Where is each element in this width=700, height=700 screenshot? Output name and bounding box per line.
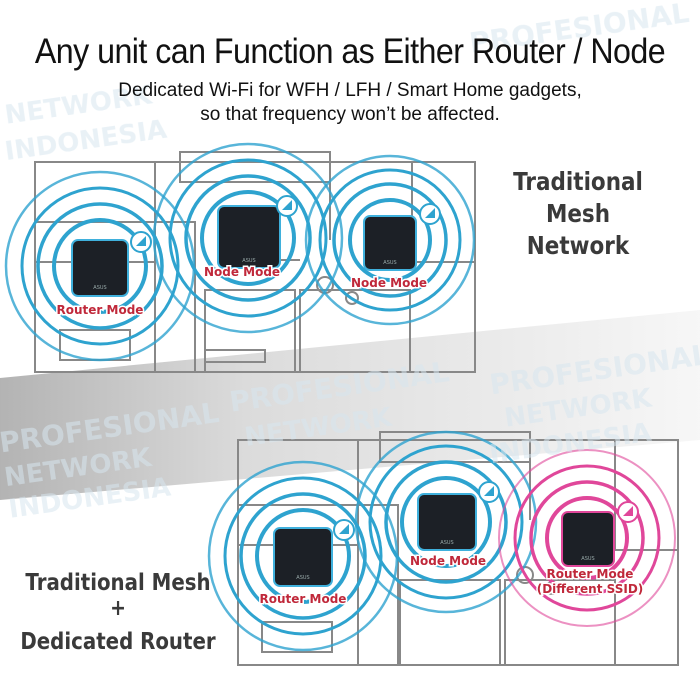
plus-sign: + (110, 596, 126, 621)
dedicated-heading-line-1: Traditional Mesh (25, 570, 211, 596)
svg-text:ASUS: ASUS (242, 258, 255, 264)
signal-rings-top (4, 142, 476, 362)
traditional-heading-line-1: Traditional (513, 167, 643, 196)
dedicated-ssid-label: (Different SSID) (537, 582, 644, 596)
dedicated-heading-line-2: Dedicated Router (20, 629, 216, 655)
dedicated-router-label: Router Mode (547, 567, 634, 581)
signal-rings-bottom-mesh (207, 430, 538, 652)
node-device-top-1: ASUS (217, 205, 281, 269)
node-mode-label-top-2: Node Mode (351, 276, 427, 290)
subtitle-line-2: so that frequency won’t be affected. (200, 104, 500, 125)
router-mode-label-bottom: Router Mode (260, 592, 347, 606)
device-labels: Router Mode Node Mode Node Mode Router M… (55, 264, 645, 608)
svg-text:ASUS: ASUS (581, 556, 594, 562)
svg-text:ASUS: ASUS (383, 260, 396, 266)
node-device-bottom: ASUS (417, 493, 477, 551)
node-mode-label-bottom: Node Mode (410, 554, 486, 568)
traditional-heading-line-2: Mesh Network (526, 199, 630, 260)
svg-text:ASUS: ASUS (440, 540, 453, 546)
svg-text:ASUS: ASUS (93, 285, 106, 291)
node-device-top-2: ASUS (363, 215, 417, 271)
router-device-bottom: ASUS (273, 527, 333, 587)
wifi-badge-icon (130, 195, 639, 541)
background-band (0, 310, 700, 500)
dedicated-router-device: ASUS (561, 511, 615, 567)
svg-text:ASUS: ASUS (296, 575, 309, 581)
page-title: Any unit can Function as Either Router /… (34, 32, 666, 71)
subtitle-line-1: Dedicated Wi-Fi for WFH / LFH / Smart Ho… (118, 80, 582, 101)
router-device-top: ASUS (71, 239, 129, 297)
signal-rings-bottom-dedicated (498, 449, 676, 627)
router-mode-label-top: Router Mode (57, 303, 144, 317)
node-mode-label-top-1: Node Mode (204, 265, 280, 279)
